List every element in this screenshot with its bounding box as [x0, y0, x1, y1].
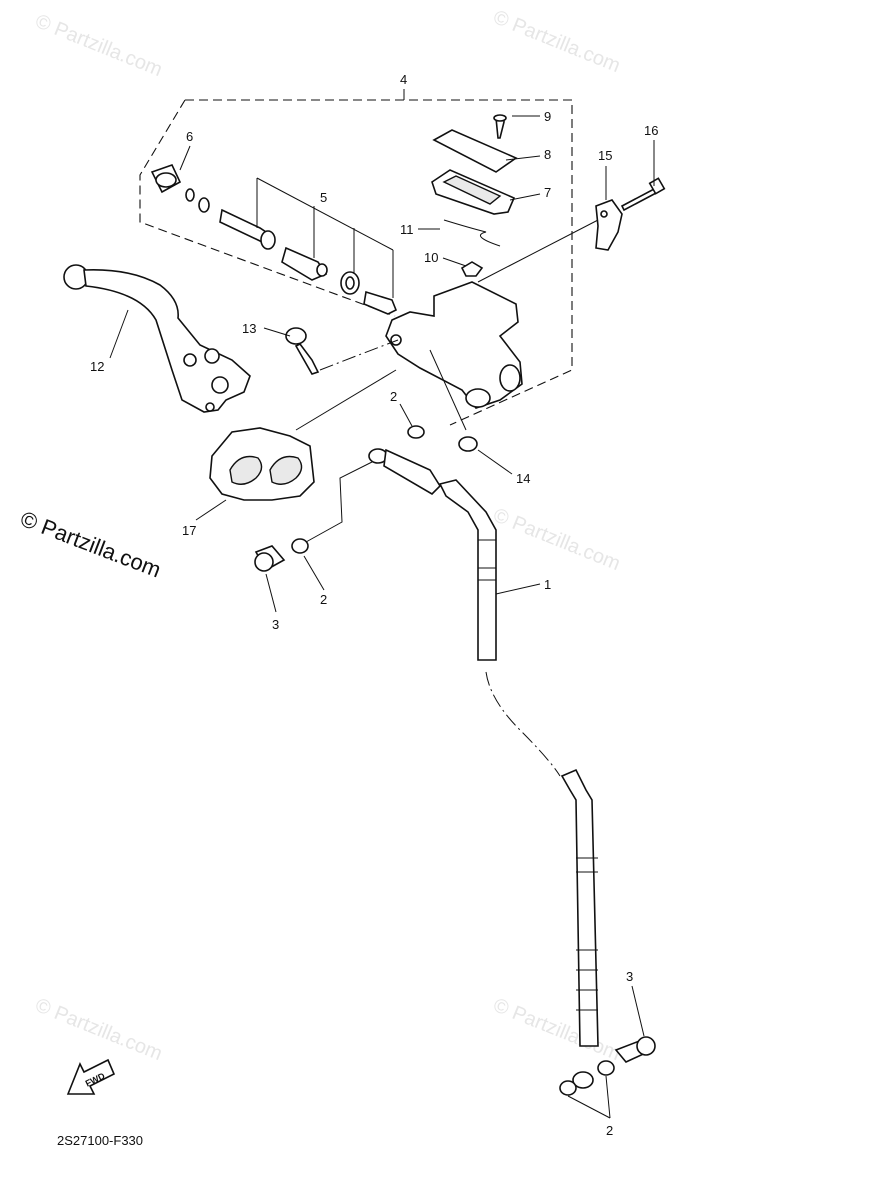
banjo-bolt-3-right	[614, 1036, 656, 1063]
watermarks: © Partzilla.com © Partzilla.com © Partzi…	[32, 6, 623, 1065]
master-cylinder-body	[385, 281, 523, 409]
washer-2-lower-a	[559, 1080, 577, 1096]
pivot-bolt-13	[285, 327, 320, 375]
callout-4: 4	[400, 72, 407, 87]
watermark: © Partzilla.com	[32, 10, 165, 81]
callout-7: 7	[544, 185, 551, 200]
callout-12: 12	[90, 359, 104, 374]
brake-lever	[63, 264, 251, 413]
callout-6: 6	[186, 129, 193, 144]
fwd-arrow-icon: FWD	[66, 1058, 116, 1095]
callout-3-right: 3	[626, 969, 633, 984]
callout-14: 14	[516, 471, 530, 486]
brake-hose-1	[368, 448, 599, 1089]
callout-17: 17	[182, 523, 196, 538]
callout-1: 1	[544, 577, 551, 592]
callout-2-upper: 2	[390, 389, 397, 404]
watermark: © Partzilla.com	[490, 994, 623, 1065]
watermark: © Partzilla.com	[32, 994, 165, 1065]
callout-15: 15	[598, 148, 612, 163]
banjo-bolt-3-left	[254, 545, 286, 572]
reservoir-cover-parts	[431, 114, 518, 247]
callout-16: 16	[644, 123, 658, 138]
washer-2-upper	[407, 425, 425, 439]
boot-6	[150, 164, 210, 213]
assembly-outline	[139, 99, 573, 426]
callout-5: 5	[320, 190, 327, 205]
nut-14	[458, 436, 478, 452]
watermark: © Partzilla.com	[490, 6, 623, 77]
callout-3-left: 3	[272, 617, 279, 632]
cap-10	[460, 261, 484, 277]
washer-2-left	[291, 538, 309, 554]
callout-11: 11	[400, 222, 414, 237]
watermark: © Partzilla.com	[490, 504, 623, 575]
callout-8: 8	[544, 147, 551, 162]
caliper-17	[209, 427, 315, 501]
clamp-15	[595, 177, 666, 251]
diagram-code: 2S27100-F330	[57, 1133, 144, 1148]
callout-2-lower: 2	[606, 1123, 613, 1138]
callout-10: 10	[424, 250, 438, 265]
callout-13: 13	[242, 321, 256, 336]
washer-2-lower-b	[597, 1060, 615, 1076]
callouts: 4 9 8 7 6 5 11 10 15 16 12 13 2 14 17 1 …	[90, 72, 658, 1138]
piston-kit-5	[219, 177, 398, 315]
leader-lines	[109, 115, 655, 1119]
callout-9: 9	[544, 109, 551, 124]
callout-2-left: 2	[320, 592, 327, 607]
